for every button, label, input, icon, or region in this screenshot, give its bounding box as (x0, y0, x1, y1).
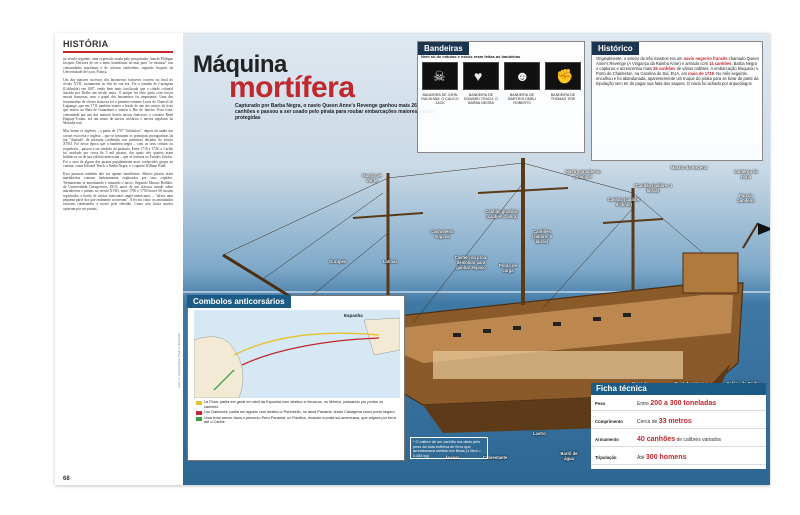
page-number: 68 (63, 476, 70, 482)
label-canhao-6: Canhão (calibre: 6 libras) (607, 197, 641, 207)
legend-text: Los Galeones: partia em agosto com desti… (204, 410, 395, 414)
legend-item: Uma frota menor fazia o percurso Peru-Pa… (196, 416, 396, 425)
combolos-title: Combolos anticorsários (187, 295, 291, 308)
flag-icon: ☻ (504, 62, 540, 90)
combolos-panel: Combolos anticorsários Espanha La Flota:… (187, 295, 405, 461)
flag-caption: BANDEIRA DE EDWARD TEACH, O BARBA NEGRA (464, 93, 498, 106)
label-canhao-4: *Canhão (calibre: 4 libras) (634, 183, 672, 193)
ficha-tecnica: Ficha técnica Peso Entre 200 a 300 tonela… (591, 383, 766, 469)
legend-swatch (196, 411, 202, 415)
side-credit: texto: A. Sandra Maria Prado e ilustraçã… (177, 333, 181, 388)
flag-icon: ☠ (422, 62, 458, 90)
label-canhoneira: Canhoneira original (430, 229, 454, 239)
route-map: Espanha (193, 310, 401, 399)
label-mastro-vante: Mastro de vante (362, 173, 382, 183)
ficha-value: 40 canhões de calibres variados (637, 436, 721, 443)
ficha-row: Armamento 40 canhões de calibres variados (591, 433, 766, 447)
label-cabrestante: Cabrestante (483, 455, 508, 460)
ficha-row: Tripulação Até 300 homens (591, 451, 766, 465)
label-latinas: Latinas (383, 259, 398, 264)
heart-icon: ♥ (474, 68, 483, 84)
skull-icon: ☠ (433, 68, 446, 84)
flag-caption: BANDEIRA DE THOMAS TEW (550, 93, 576, 102)
historico-highlight: maio de 1718 (688, 71, 714, 76)
combolos-legend: La Flota: partia em geral em abril da Es… (196, 400, 396, 426)
historico-panel: Histórico Originalmente, o veleiro de tr… (591, 41, 763, 161)
skeleton-icon: ☻ (515, 68, 530, 84)
historico-highlight: navio negreiro francês (683, 56, 728, 61)
paragraph: Essa pirataria também não era apenas ban… (63, 172, 173, 211)
section-rule (63, 51, 173, 53)
flag-caption: BANDEIRA DE BARTHOLOMEU ROBERTS (508, 93, 536, 106)
title-line-2: mortífera (229, 71, 355, 104)
label-lastro: Lastro (533, 431, 546, 436)
ship-illustration (222, 158, 770, 433)
flag-icon: ✊ (545, 62, 581, 90)
map-label-espanha: Espanha (344, 313, 363, 318)
label-canhoes-8: Canhões (calibre: 8 libras) (532, 229, 552, 244)
historico-fragment: de vários calibres. A embarcação bloqueo… (596, 66, 759, 76)
historico-title: Histórico (592, 42, 639, 55)
legend-text: La Flota: partia em geral em abril da Es… (204, 400, 384, 409)
label-pau-bandeira: Pau da bandeira (737, 193, 755, 203)
historico-fragment: Originalmente, o veleiro de três mastros… (596, 56, 684, 61)
historico-fragment: . No mês seguinte, encalhou e foi abando… (596, 71, 759, 86)
label-mastro-grande: Mastro grande ou principal (565, 169, 601, 179)
bandeiras-subtitle: Nem só de crânios e ossos eram feitas as… (421, 54, 521, 59)
legend-swatch (196, 416, 202, 421)
ficha-row: Peso Entre 200 a 300 toneladas (591, 397, 766, 411)
legend-item: Los Galeones: partia em agosto com desti… (196, 410, 396, 415)
label-mastro-mezena: Mastro da mezena (670, 165, 708, 170)
bandeiras-panel: Bandeiras Nem só de crânios e ossos eram… (417, 41, 585, 153)
title-line-1: Máquina (193, 51, 287, 78)
paragraph: no século seguinte, uma expressão usada … (63, 57, 173, 74)
ficha-key: Comprimento (595, 419, 623, 424)
ficha-value: Até 300 homens (637, 454, 687, 461)
bandeiras-title: Bandeiras (418, 42, 469, 55)
calibre-note: * O calibre de um canhão era dado pelo p… (410, 437, 488, 459)
label-castelo: Castelo da proa, demolido para ganhar es… (454, 255, 488, 270)
label-canhao-giratorio: Canhão giratório (calibre: 1 libra) (485, 209, 519, 219)
paragraph: Mas foram os ingleses – a partir de 1707… (63, 129, 173, 168)
paragraph: Um dos maiores sucessos dos bucaneiros f… (63, 78, 173, 126)
ficha-key: Armamento (595, 437, 619, 442)
historico-highlight: 26 canhões (653, 66, 676, 71)
body-column: no século seguinte, uma expressão usada … (63, 57, 173, 477)
horizon (183, 291, 770, 293)
label-gurupes: Gurupés (329, 259, 347, 264)
legend-item: La Flota: partia em geral em abril da Es… (196, 400, 396, 409)
label-porao: Porão de carga (499, 263, 517, 273)
ficha-key: Peso (595, 401, 606, 406)
ficha-title: Ficha técnica (591, 383, 766, 395)
arm-icon: ✊ (556, 68, 574, 84)
ficha-value: Cerca de 33 metros (637, 418, 692, 425)
map-svg (193, 317, 401, 399)
ficha-value: Entre 200 a 300 toneladas (637, 400, 717, 407)
section-title: HISTÓRIA (63, 39, 109, 49)
label-ancora: Âncora (445, 455, 460, 460)
legend-swatch (196, 401, 202, 405)
ficha-row: Comprimento Cerca de 33 metros (591, 415, 766, 429)
flag-icon: ♥ (463, 62, 499, 90)
infographic: Máquina mortífera Capturado por Barba Ne… (183, 33, 770, 485)
flag-caption: BANDEIRA DE JOHN RACKHAM, O CALICO JACK (421, 93, 459, 106)
ficha-key: Tripulação (595, 455, 617, 460)
historico-highlight: 14 canhões (709, 61, 732, 66)
subtitle: Capturado por Barba Negra, o navio Queen… (235, 103, 435, 121)
historico-fragment: chamado Queen Anne's Revenge (A Vingança… (596, 56, 759, 66)
magazine-page: HISTÓRIA no século seguinte, uma express… (55, 33, 770, 485)
label-lanterna: Lanterna da popa (734, 169, 758, 179)
historico-fragment: . Barba Negra o capturou e acrescentou m… (596, 61, 757, 71)
historico-text: Originalmente, o veleiro de três mastros… (596, 56, 760, 86)
legend-text: Uma frota menor fazia o percurso Peru-Pa… (204, 415, 396, 425)
label-barril: Barril de água (560, 451, 578, 461)
